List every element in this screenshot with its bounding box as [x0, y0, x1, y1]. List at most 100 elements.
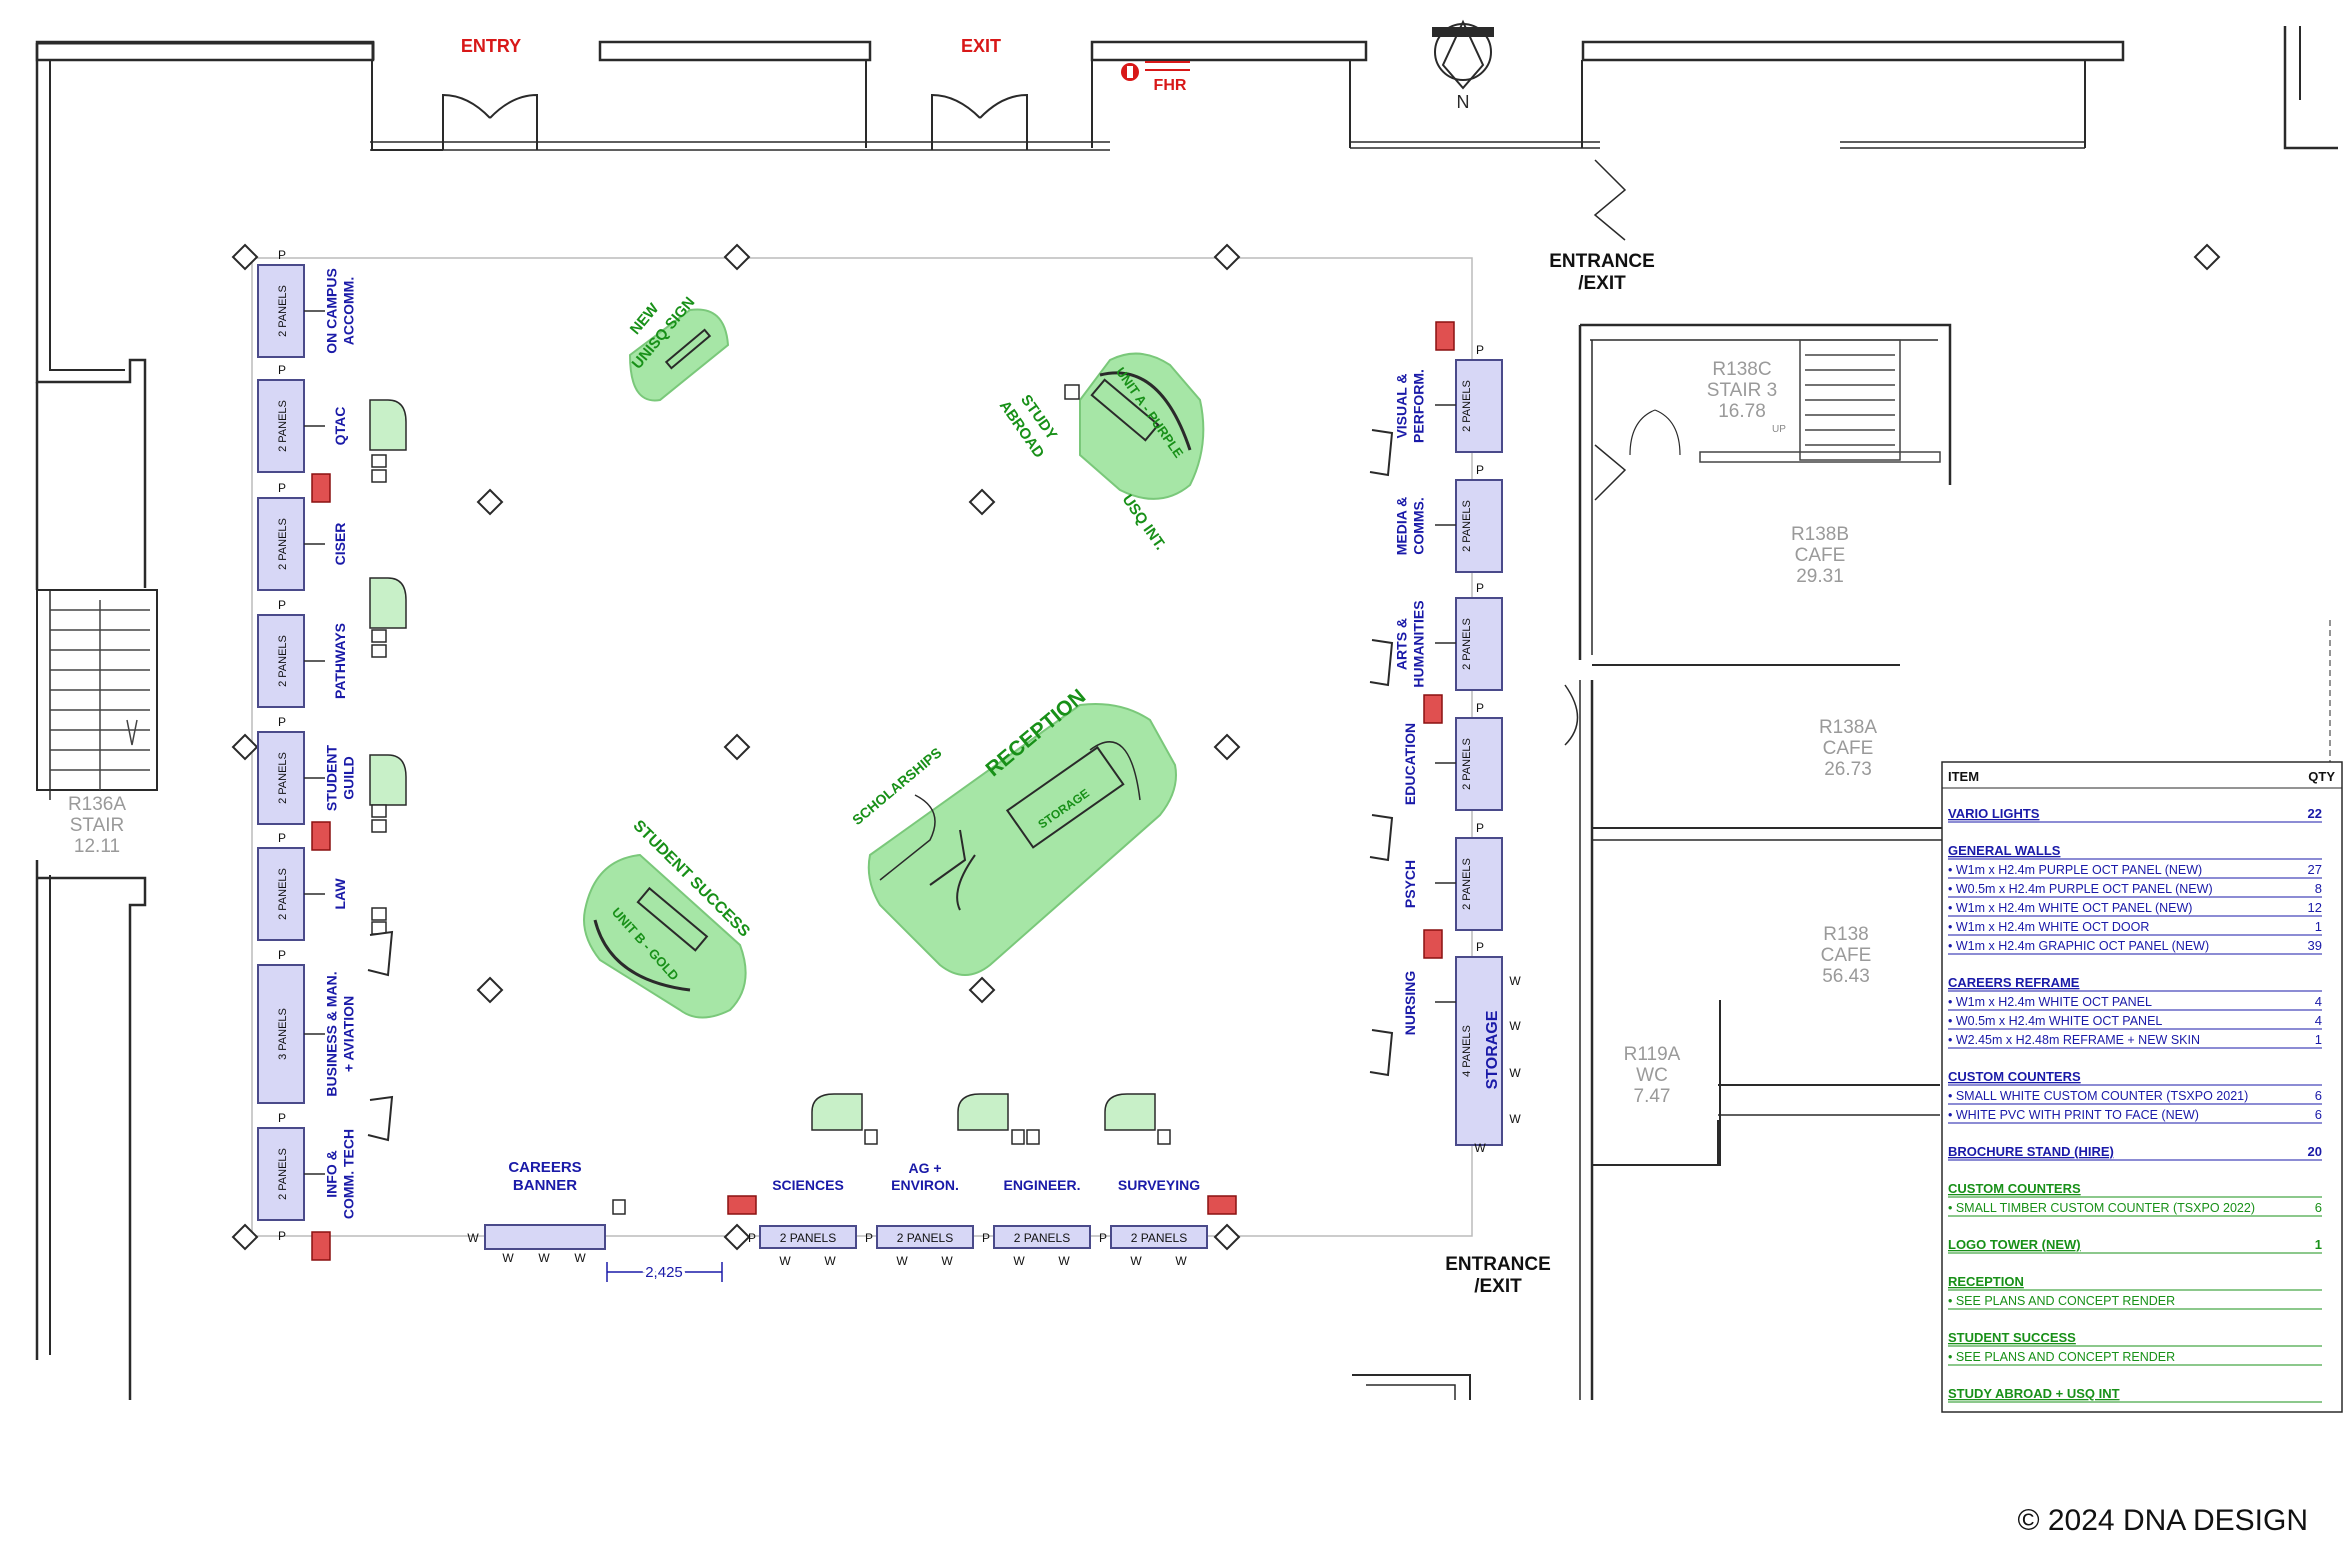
right-panel-block [1455, 597, 1503, 691]
room-r138c-line: R138C [1712, 359, 1771, 380]
dimension-line [606, 1262, 723, 1282]
legend-row-text: CAREERS REFRAME [1948, 975, 2080, 990]
right-panel-label: 2 PANELS [1461, 380, 1473, 432]
usq-int-label: USQ INT. [1119, 492, 1169, 554]
legend-row-text: • W1m x H2.4m WHITE OCT DOOR [1948, 920, 2149, 934]
right-panel-block [1455, 359, 1503, 453]
wall-marker: W [502, 1251, 514, 1265]
room-r138a-line: R138A [1819, 717, 1877, 738]
legend-row-qty: 27 [2308, 862, 2322, 877]
wall-marker: W [1509, 1019, 1521, 1033]
wall-marker: W [1130, 1254, 1142, 1268]
bottom-panel-label: 2 PANELS [1014, 1231, 1070, 1245]
entrance-top-2: /EXIT [1578, 273, 1626, 294]
left-panel-block [257, 1127, 305, 1221]
exit-label: EXIT [961, 36, 1001, 56]
room-r138b-line: 29.31 [1796, 566, 1844, 587]
room-r138a-line: 26.73 [1824, 759, 1872, 780]
left-panel-block [257, 614, 305, 708]
power-marker: P [278, 715, 286, 729]
wall-marker: W [1474, 1141, 1486, 1155]
legend-row-text: LOGO TOWER (NEW) [1948, 1237, 2081, 1252]
legend-row-qty: 4 [2315, 994, 2322, 1009]
legend-row-text: RECEPTION [1948, 1274, 2024, 1289]
door-swings [442, 93, 1681, 746]
left-panel-block [257, 964, 305, 1104]
power-marker: P [865, 1231, 873, 1245]
left-panel-block [257, 379, 305, 473]
column-markers [231, 243, 2221, 1251]
bottom-booth-label: SCIENCES [772, 1177, 844, 1193]
brochure-stands [371, 384, 1171, 1215]
right-booth-label: COMMS. [1411, 497, 1427, 555]
legend-row-text: STUDY ABROAD + USQ INT [1948, 1386, 2120, 1401]
entrance-bottom-1: ENTRANCE [1445, 1254, 1551, 1275]
wall-marker: W [941, 1254, 953, 1268]
legend-row-text: CUSTOM COUNTERS [1948, 1069, 2081, 1084]
left-booth-label: STUDENT [324, 745, 340, 812]
left-booth-label: ACCOMM. [341, 277, 357, 345]
power-marker: P [278, 598, 286, 612]
power-marker: P [1476, 940, 1484, 954]
left-panel-label: 2 PANELS [277, 868, 289, 920]
entry-label: ENTRY [461, 36, 521, 56]
legend-row-text: • W0.5m x H2.4m WHITE OCT PANEL [1948, 1014, 2162, 1028]
north-label: N [1457, 92, 1470, 112]
power-marker: P [1476, 581, 1484, 595]
left-booth-label: CISER [332, 523, 348, 566]
wall-marker: W [779, 1254, 791, 1268]
right-booth-label: PERFORM. [1411, 369, 1427, 443]
left-panel-block [257, 497, 305, 591]
right-booth-label: VISUAL & [1394, 373, 1410, 438]
bottom-panel-block [1110, 1225, 1208, 1249]
power-marker: P [278, 248, 286, 262]
power-marker: P [278, 481, 286, 495]
room-r138b-line: CAFE [1795, 545, 1846, 566]
wall-marker: W [1509, 974, 1521, 988]
room-r138c-line: STAIR 3 [1707, 380, 1777, 401]
right-panel-label: 2 PANELS [1461, 618, 1473, 670]
left-panel-label: 2 PANELS [277, 285, 289, 337]
stair-up-label: UP [1772, 424, 1786, 435]
power-marker: P [1476, 701, 1484, 715]
wall-marker: W [574, 1251, 586, 1265]
legend-row-qty: 8 [2315, 881, 2322, 896]
fhr-symbol [1121, 61, 1190, 81]
left-panel-label: 2 PANELS [277, 635, 289, 687]
left-panel-label: 2 PANELS [277, 1148, 289, 1200]
right-panel-label: 2 PANELS [1461, 500, 1473, 552]
left-panel-label: 2 PANELS [277, 752, 289, 804]
room-r138b-line: R138B [1791, 524, 1849, 545]
left-booth-label: COMM. TECH [341, 1129, 357, 1219]
power-marker: P [278, 1111, 286, 1125]
power-marker: P [278, 948, 286, 962]
right-booth-label: ARTS & [1394, 618, 1410, 670]
building-walls [35, 26, 2338, 1400]
legend-row-text: • SMALL WHITE CUSTOM COUNTER (TSXPO 2021… [1948, 1089, 2248, 1103]
bottom-panel-label: 2 PANELS [780, 1231, 836, 1245]
room-r119a-line: WC [1636, 1065, 1668, 1086]
legend-row-text: • W0.5m x H2.4m PURPLE OCT PANEL (NEW) [1948, 882, 2213, 896]
fhr-label: FHR [1154, 77, 1187, 94]
bottom-booth-label: ENGINEER. [1003, 1177, 1080, 1193]
unisq-sign-area [628, 308, 730, 402]
room-r136a-line: STAIR [70, 815, 125, 836]
legend-row-qty: 1 [2315, 1032, 2322, 1047]
legend-row-text: • SMALL TIMBER CUSTOM COUNTER (TSXPO 202… [1948, 1201, 2255, 1215]
left-booth-label: LAW [332, 878, 348, 910]
legend-row-qty: 6 [2315, 1107, 2322, 1122]
legend-header-item: ITEM [1948, 769, 1979, 784]
right-booth-label: MEDIA & [1394, 497, 1410, 556]
right-booth-label: PSYCH [1402, 860, 1418, 908]
legend-row-text: CUSTOM COUNTERS [1948, 1181, 2081, 1196]
left-panel-label: 2 PANELS [277, 400, 289, 452]
left-booth-label: PATHWAYS [332, 623, 348, 699]
left-booth-label: BUSINESS & MAN. [324, 971, 340, 1096]
left-booth-label: + AVIATION [341, 996, 357, 1072]
legend-row-qty: 6 [2315, 1200, 2322, 1215]
power-marker: P [278, 831, 286, 845]
room-r119a-line: R119A [1624, 1044, 1681, 1065]
